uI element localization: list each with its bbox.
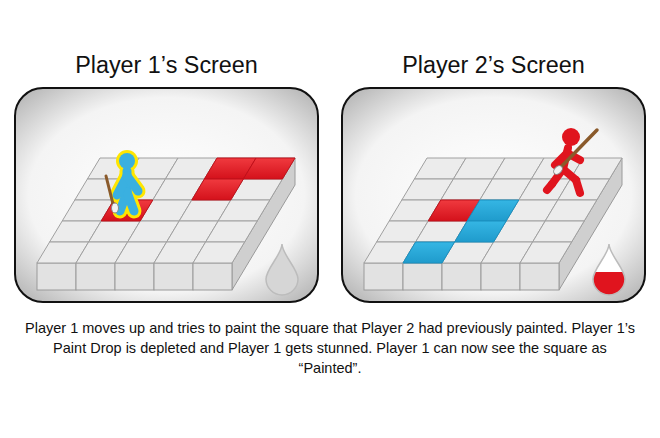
caption-text: Player 1 moves up and tries to paint the… (22, 318, 638, 378)
board-front (154, 263, 193, 290)
board-front (364, 263, 403, 290)
paint-brush (106, 176, 113, 204)
painted-cell (467, 200, 519, 221)
painted-cell (192, 179, 244, 200)
painted-cell (243, 158, 295, 179)
screen-panel (342, 88, 645, 302)
painted-cell (403, 242, 455, 263)
board-front (193, 263, 232, 290)
painted-cell (455, 221, 507, 242)
game-board (364, 158, 622, 290)
board-cell (545, 200, 597, 221)
player-two-figure (547, 128, 597, 193)
paint-drop (266, 244, 298, 295)
screen-panel: Player 1’s Screen (15, 50, 318, 302)
board-cell (218, 200, 270, 221)
figure-glow (116, 150, 138, 172)
game-board (37, 158, 295, 290)
figure-head (119, 153, 135, 169)
figures (106, 128, 629, 332)
figure-limb (127, 192, 134, 211)
paint-brush (560, 130, 597, 168)
board-front (442, 263, 481, 290)
board-cell (558, 179, 610, 200)
board-cell (193, 242, 245, 263)
brush-tip (112, 203, 119, 213)
board-front (76, 263, 115, 290)
screen-heading: Player 1’s Screen (15, 50, 318, 80)
screen-panel (15, 88, 318, 302)
paint-drop-outline (266, 244, 298, 295)
player-one-figure (106, 150, 138, 213)
figure-limb (576, 180, 580, 193)
paint-drop-outline (593, 244, 625, 295)
board-front (115, 263, 154, 290)
board-cell (206, 221, 258, 242)
figure-head (562, 128, 580, 146)
brush-tip (552, 164, 564, 176)
board-cell (520, 242, 572, 263)
board-cell (533, 221, 585, 242)
board-front (520, 263, 559, 290)
screen-heading: Player 2’s Screen (342, 50, 645, 80)
board-front (403, 263, 442, 290)
figure-limb (127, 176, 138, 191)
board-front (481, 263, 520, 290)
screen-panel: Player 2’s Screen (342, 50, 645, 302)
board-front (37, 263, 76, 290)
figure-limb (547, 184, 552, 190)
